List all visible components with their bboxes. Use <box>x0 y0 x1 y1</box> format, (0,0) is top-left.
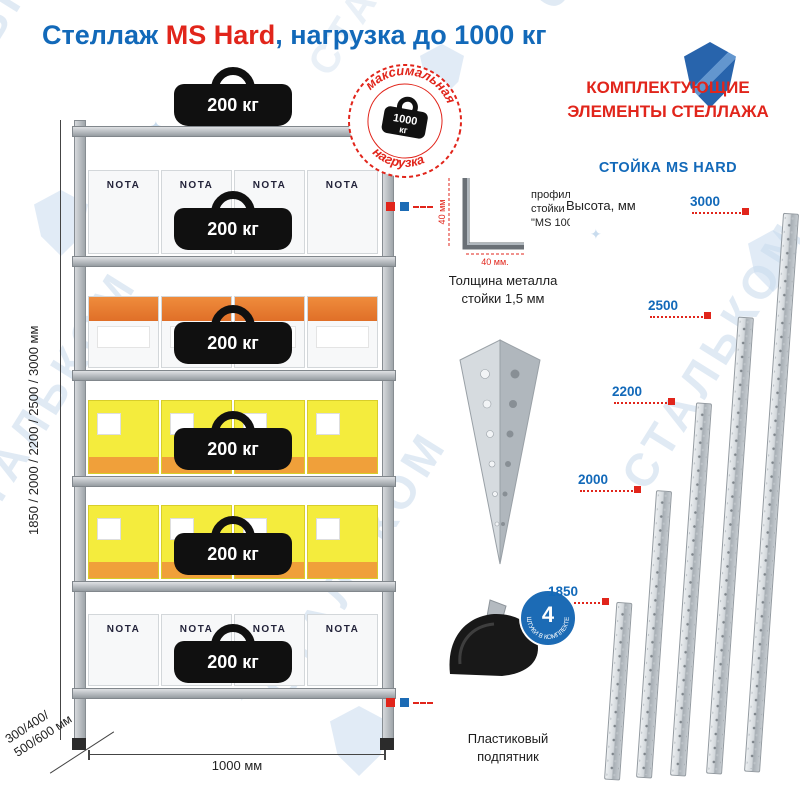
rack-shelf <box>72 476 396 487</box>
post-profile-diagram: 40 мм 40 мм. профиль стойки "MS 1000" <box>436 166 583 268</box>
paper-box: NOTA <box>88 170 159 254</box>
marker-red <box>704 312 711 319</box>
height-dimension-label: 1850 / 2000 / 2200 / 2500 / 3000 мм <box>26 325 41 535</box>
rack-upright-left <box>74 120 86 740</box>
marker-blue <box>400 698 409 707</box>
paper-box <box>307 505 378 579</box>
paper-box: NOTA <box>307 170 378 254</box>
box-brand-label: NOTA <box>252 624 287 635</box>
marker-red <box>386 202 395 211</box>
post-label-2000: 2000 <box>578 472 609 487</box>
post-label-3000: 3000 <box>690 194 721 209</box>
profile-caption-2: стойки <box>531 203 565 215</box>
leader-line <box>413 702 433 704</box>
marker-red <box>634 486 641 493</box>
angle-profile-icon <box>462 178 524 250</box>
profile-caption-1: профиль <box>531 189 570 201</box>
foot-caption-1: Пластиковый <box>467 731 549 746</box>
profile-dim-vertical: 40 мм <box>437 200 447 225</box>
shelf-load-weight: 200 кг <box>174 641 292 683</box>
post-label-dotline <box>614 402 670 404</box>
post-subheader: СТОЙКА MS HARD <box>598 160 738 176</box>
paper-box <box>88 505 159 579</box>
components-header-line1: КОМПЛЕКТУЮЩИЕ <box>586 78 750 97</box>
page-title: Стеллаж MS Hard, нагрузка до 1000 кг <box>42 20 547 51</box>
paper-box <box>88 296 159 368</box>
marker-blue <box>400 202 409 211</box>
rack-shelf <box>72 256 396 267</box>
post-label-1850: 1850 <box>548 584 579 599</box>
marker-red <box>742 208 749 215</box>
post-1850 <box>604 601 633 781</box>
foot-caption-2: подпятник <box>477 748 539 764</box>
box-brand-label: NOTA <box>106 180 141 191</box>
marker-red <box>386 698 395 707</box>
rack-shelf <box>72 688 396 699</box>
post-label-2200: 2200 <box>612 384 643 399</box>
thickness-line-1: Толщина металла <box>448 273 558 288</box>
rack-foot <box>72 738 86 750</box>
thickness-line-2: стойки 1,5 мм <box>461 290 545 306</box>
marker-red <box>602 598 609 605</box>
box-brand-label: NOTA <box>325 180 360 191</box>
height-dimension-line <box>60 120 61 740</box>
box-brand-label: NOTA <box>179 624 214 635</box>
profile-dim-horizontal: 40 мм. <box>481 257 508 267</box>
paper-box: NOTA <box>88 614 159 686</box>
height-units-label: Высота, мм <box>566 198 636 213</box>
corner-post-image <box>452 332 548 570</box>
thickness-caption: Толщина металла стойки 1,5 мм <box>418 272 588 307</box>
rack-shelf <box>72 370 396 381</box>
post-label-dotline <box>650 316 706 318</box>
paper-box: NOTA <box>307 614 378 686</box>
title-prefix: Стеллаж <box>42 20 166 50</box>
quantity-badge: 4 ШТУКИ В КОМПЛЕКТЕ <box>518 588 578 648</box>
width-dimension-line <box>88 750 386 760</box>
watermark-text: СТАЛЬКОМ <box>520 0 728 19</box>
post-label-dotline <box>692 212 744 214</box>
max-load-badge: максимальная нагрузка 1000 кг <box>337 53 474 190</box>
box-brand-label: NOTA <box>179 180 214 191</box>
sparkle-icon: ✦ <box>590 226 602 242</box>
box-brand-label: NOTA <box>325 624 360 635</box>
post-label-dotline <box>550 602 604 604</box>
box-brand-label: NOTA <box>106 624 141 635</box>
rack-upright-right <box>382 120 394 740</box>
plastic-foot-image <box>436 598 548 690</box>
paper-box <box>307 296 378 368</box>
profile-caption-3: "MS 1000" <box>531 217 570 229</box>
badge-unit: кг <box>398 124 408 135</box>
rack-shelf <box>72 581 396 592</box>
leader-line <box>413 206 433 208</box>
shelf-load-weight: 200 кг <box>174 428 292 470</box>
components-header-line2: ЭЛЕМЕНТЫ СТЕЛЛАЖА <box>567 101 769 121</box>
marker-red <box>668 398 675 405</box>
badge-value: 1000 <box>392 112 418 128</box>
quantity-number: 4 <box>542 602 555 627</box>
paper-box <box>307 400 378 474</box>
shelf-load-weight: 200 кг <box>174 322 292 364</box>
post-label-dotline <box>580 490 636 492</box>
rack-foot <box>380 738 394 750</box>
post-label-2500: 2500 <box>648 298 679 313</box>
shelf-load-weight: 200 кг <box>174 533 292 575</box>
title-suffix: , нагрузка до 1000 кг <box>275 20 547 50</box>
box-brand-label: NOTA <box>252 180 287 191</box>
shelf-load-weight: 200 кг <box>174 84 292 126</box>
shelf-load-weight: 200 кг <box>174 208 292 250</box>
components-header: КОМПЛЕКТУЮЩИЕ ЭЛЕМЕНТЫ СТЕЛЛАЖА <box>548 76 788 124</box>
title-brand: MS Hard <box>165 20 276 50</box>
width-dimension-label: 1000 мм <box>211 758 263 773</box>
foot-caption: Пластиковый подпятник <box>428 730 588 765</box>
weight-body-icon <box>381 106 428 139</box>
post-2000 <box>636 490 673 779</box>
paper-box <box>88 400 159 474</box>
